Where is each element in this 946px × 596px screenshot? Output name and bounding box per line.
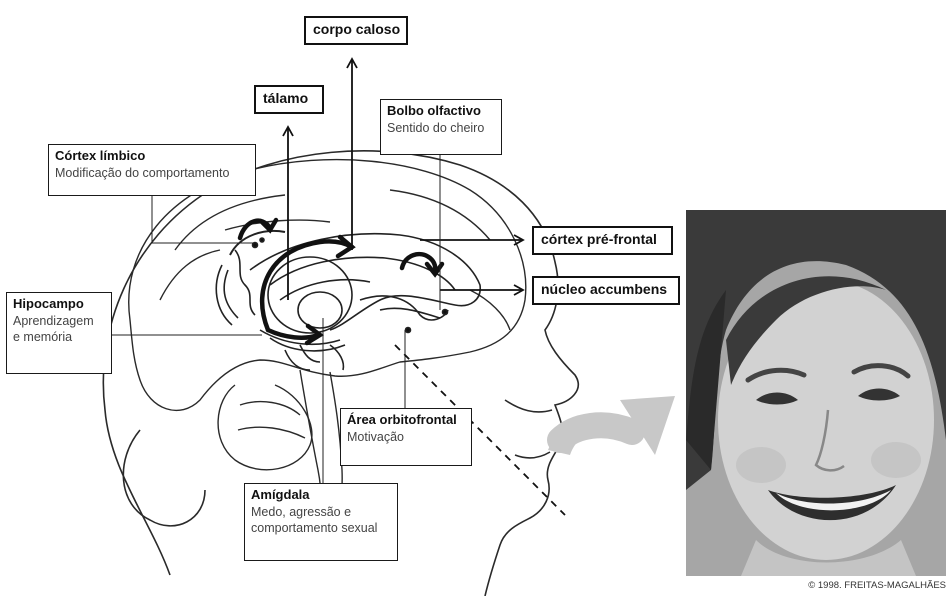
label-talamo: tálamo [254,85,324,114]
copyright-text: © 1998. FREITAS-MAGALHÃES [760,580,946,591]
limbico-title: Córtex límbico [55,147,249,165]
info-box-amigdala: Amígdala Medo, agressão e comportamento … [244,483,398,561]
hipocampo-subtitle-1: Aprendizagem [13,313,105,330]
info-box-hipocampo: Hipocampo Aprendizagem e memória [6,292,112,374]
amigdala-title: Amígdala [251,486,391,504]
smiling-face-photo [686,210,946,576]
orbitofrontal-title: Área orbitofrontal [347,411,465,429]
amigdala-subtitle-2: comportamento sexual [251,520,391,537]
gray-curved-arrow [548,396,675,455]
hipocampo-subtitle-2: e memória [13,329,105,346]
orbitofrontal-subtitle: Motivação [347,429,465,446]
label-corpo-caloso: corpo caloso [304,16,408,45]
bolbo-subtitle: Sentido do cheiro [387,120,495,137]
bolbo-title: Bolbo olfactivo [387,102,495,120]
brain-outline [129,160,526,535]
label-nucleo-accumbens: núcleo accumbens [532,276,680,305]
amigdala-subtitle-1: Medo, agressão e [251,504,391,521]
limbico-subtitle: Modificação do comportamento [55,165,249,182]
info-box-cortex-limbico: Córtex límbico Modificação do comportame… [48,144,256,196]
hipocampo-title: Hipocampo [13,295,105,313]
label-cortex-pre-frontal: córtex pré-frontal [532,226,673,255]
info-box-area-orbitofrontal: Área orbitofrontal Motivação [340,408,472,466]
info-box-bolbo-olfactivo: Bolbo olfactivo Sentido do cheiro [380,99,502,155]
